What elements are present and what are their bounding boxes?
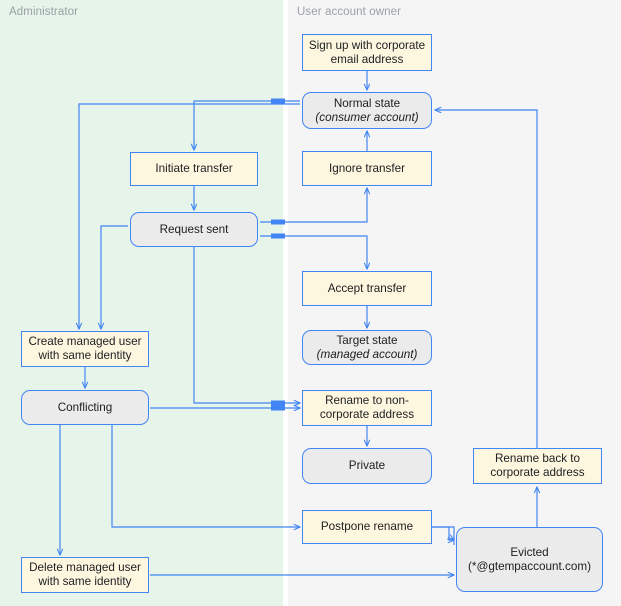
node-target-state[interactable]: Target state(managed account) (302, 330, 432, 365)
node-label-primary: Rename back to (494, 452, 581, 465)
node-conflicting[interactable]: Conflicting (21, 390, 149, 425)
node-label-secondary: corporate address (319, 408, 415, 421)
node-request-sent[interactable]: Request sent (130, 212, 258, 247)
node-private[interactable]: Private (302, 448, 432, 484)
lane-crossing-marker (271, 219, 285, 225)
node-evicted[interactable]: Evicted(*@gtempaccount.com) (456, 527, 603, 592)
node-initiate-transfer[interactable]: Initiate transfer (130, 152, 258, 186)
lane-crossing-marker (271, 400, 285, 406)
edge-normal-to-initiate (194, 100, 300, 150)
edge-rename-back-to-normal (435, 110, 538, 448)
edge-request-sent-to-rename-noncorp (193, 247, 300, 403)
node-label-primary: Sign up with corporate (308, 38, 426, 52)
node-label-primary: Accept transfer (327, 281, 407, 295)
node-label-primary: Conflicting (57, 400, 113, 414)
edge-normal-to-create-managed-user (79, 103, 300, 329)
node-label-primary: Private (348, 459, 386, 472)
node-label-secondary: (managed account) (316, 347, 418, 361)
edge-postpone-to-evicted-2 (432, 526, 454, 540)
node-accept-transfer[interactable]: Accept transfer (302, 271, 432, 306)
node-label-primary: Rename to non- (325, 394, 409, 407)
node-postpone-rename[interactable]: Postpone rename (302, 510, 432, 544)
edge-request-sent-to-create-managed-user (101, 225, 128, 329)
edge-request-sent-to-accept (286, 235, 367, 269)
swimlane-label-administrator: Administrator (9, 6, 79, 18)
lane-crossing-marker (271, 405, 285, 411)
node-normal-state[interactable]: Normal state(consumer account) (302, 92, 432, 129)
node-label-primary: Initiate transfer (155, 162, 233, 175)
node-label-primary: Request sent (159, 222, 229, 236)
edge-request-sent-to-ignore (286, 188, 367, 223)
node-label-secondary: (*@gtempaccount.com) (468, 559, 591, 573)
node-rename-to-non-corporate[interactable]: Rename to non-corporate address (302, 390, 432, 426)
node-label-secondary: (consumer account) (315, 110, 419, 124)
node-label-primary: Postpone rename (320, 520, 414, 533)
edge-postpone-to-evicted-path (432, 526, 455, 545)
node-label-secondary: email address (330, 52, 404, 66)
node-label-primary: Target state (336, 333, 398, 347)
node-label-secondary: corporate address (490, 466, 585, 479)
node-label-secondary: with same identity (38, 575, 132, 588)
swimlane-label-user-account-owner: User account owner (297, 6, 402, 18)
node-label-primary: Evicted (510, 545, 549, 559)
node-ignore-transfer[interactable]: Ignore transfer (302, 151, 432, 186)
edge-conflicting-to-postpone (111, 425, 300, 527)
node-label-secondary: with same identity (38, 349, 132, 362)
lane-crossing-marker (271, 233, 285, 239)
lane-crossing-marker (271, 98, 285, 104)
node-label-primary: Create managed user (28, 335, 142, 348)
node-label-primary: Ignore transfer (328, 161, 405, 175)
edge-postpone-to-evicted (432, 527, 454, 540)
node-label-primary: Normal state (333, 96, 401, 110)
node-label-primary: Delete managed user (29, 561, 141, 574)
